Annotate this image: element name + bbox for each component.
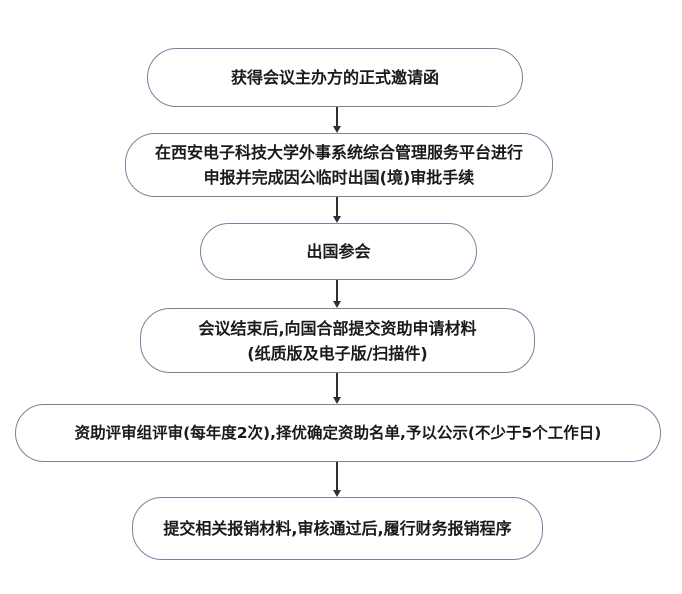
connector-arrow-5 xyxy=(331,462,343,497)
arrow-shaft xyxy=(336,280,338,301)
connector-arrow-3 xyxy=(331,280,343,308)
flow-step-text: 出国参会 xyxy=(306,242,371,261)
arrow-shaft xyxy=(336,107,338,126)
flow-step-text: 会议结束后,向国合部提交资助申请材料 xyxy=(198,318,477,338)
flow-step-text: 在西安电子科技大学外事系统综合管理服务平台进行 xyxy=(154,143,523,162)
arrow-shaft xyxy=(336,197,338,216)
arrow-shaft xyxy=(336,373,338,397)
arrow-down-icon xyxy=(333,126,341,133)
flow-step-text: 资助评审组评审(每年度2次),择优确定资助名单,予以公示(不少于5个工作日) xyxy=(74,423,602,442)
connector-arrow-4 xyxy=(331,373,343,404)
flow-step-reimbursement: 提交相关报销材料,审核通过后,履行财务报销程序 xyxy=(132,497,543,560)
flow-step-invitation: 获得会议主办方的正式邀请函 xyxy=(147,48,523,107)
flow-step-review-publicity: 资助评审组评审(每年度2次),择优确定资助名单,予以公示(不少于5个工作日) xyxy=(15,404,661,462)
arrow-shaft xyxy=(336,462,338,490)
arrow-down-icon xyxy=(333,301,341,308)
connector-arrow-2 xyxy=(331,197,343,223)
flow-step-attend-abroad: 出国参会 xyxy=(200,223,477,280)
flow-step-text: (纸质版及电子版/扫描件) xyxy=(247,343,428,363)
arrow-down-icon xyxy=(333,397,341,404)
arrow-down-icon xyxy=(333,490,341,497)
flow-step-approval-platform: 在西安电子科技大学外事系统综合管理服务平台进行 申报并完成因公临时出国(境)审批… xyxy=(125,133,553,197)
flow-step-submit-application: 会议结束后,向国合部提交资助申请材料 (纸质版及电子版/扫描件) xyxy=(140,308,535,373)
flow-step-text: 提交相关报销材料,审核通过后,履行财务报销程序 xyxy=(163,519,512,538)
connector-arrow-1 xyxy=(331,107,343,133)
arrow-down-icon xyxy=(333,216,341,223)
flow-step-text: 申报并完成因公临时出国(境)审批手续 xyxy=(203,168,475,187)
flow-step-text: 获得会议主办方的正式邀请函 xyxy=(230,68,439,87)
